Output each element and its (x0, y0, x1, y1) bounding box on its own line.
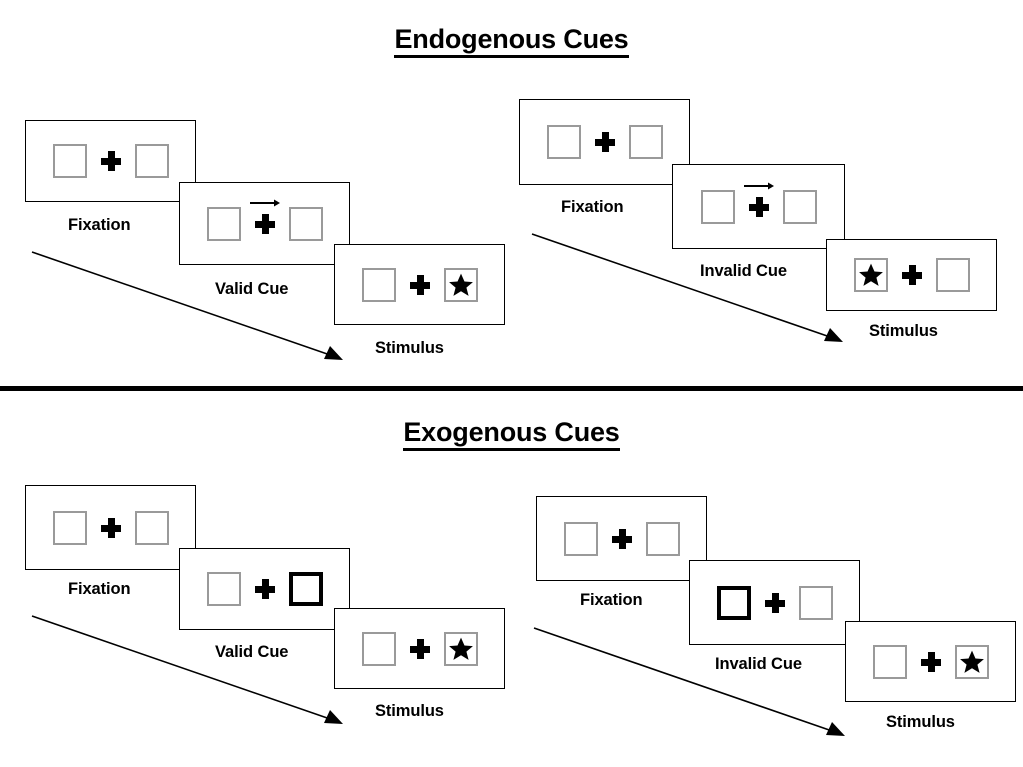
stage-label-fixation: Fixation (68, 580, 131, 598)
placeholder-box-left (52, 510, 87, 545)
stimulus-row (700, 182, 817, 224)
trial-frame-fixation (25, 485, 196, 570)
trial-frame-fixation (519, 99, 690, 185)
stimulus-row (361, 267, 478, 302)
trial-frame-stimulus (334, 608, 505, 689)
placeholder-box-left (872, 644, 907, 679)
fixation-cross-icon (100, 517, 121, 538)
stage-label-stimulus: Stimulus (886, 713, 955, 731)
stimulus-row (716, 585, 833, 620)
stimulus-row (52, 510, 169, 545)
trial-frame-fixation (536, 496, 707, 581)
stage-label-stimulus: Stimulus (869, 322, 938, 340)
stage-label-fixation: Fixation (580, 591, 643, 609)
stage-label-valid-cue: Valid Cue (215, 280, 289, 298)
fixation-cross-icon (594, 132, 615, 152)
stimulus-row (546, 125, 663, 159)
cued-box-left (716, 585, 751, 620)
trial-frame-invalid-cue (689, 560, 860, 645)
stage-label-stimulus: Stimulus (375, 702, 444, 720)
placeholder-box-left (563, 521, 598, 556)
trial-frame-stimulus (826, 239, 997, 311)
placeholder-box-left (361, 631, 396, 666)
placeholder-box-left (700, 189, 735, 224)
stimulus-row (52, 144, 169, 178)
section-title-endogenous: Endogenous Cues (0, 24, 1023, 58)
star-icon (858, 263, 883, 286)
fixation-cross-icon (611, 528, 632, 549)
stage-label-fixation: Fixation (561, 198, 624, 216)
placeholder-box-right (782, 189, 817, 224)
star-icon (448, 273, 473, 296)
target-box-left (853, 258, 888, 292)
fixation-cross-icon (100, 151, 121, 171)
placeholder-box-left (206, 206, 241, 241)
section-title-endogenous-text: Endogenous Cues (394, 24, 629, 58)
stimulus-row (206, 572, 323, 606)
section-title-exogenous: Exogenous Cues (0, 417, 1023, 451)
target-box-right (954, 644, 989, 679)
stimulus-row (853, 258, 970, 292)
star-icon (448, 637, 473, 660)
fixation-cross-icon (920, 651, 941, 672)
stimulus-row (361, 631, 478, 666)
fixation-cross-icon (764, 592, 785, 613)
fixation-cross-icon (743, 182, 774, 217)
placeholder-box-left (361, 267, 396, 302)
fixation-cross-icon (254, 579, 275, 599)
placeholder-box-right (134, 144, 169, 178)
trial-frame-valid-cue (179, 548, 350, 630)
trial-frame-stimulus (845, 621, 1016, 702)
trial-frame-fixation (25, 120, 196, 202)
stage-label-stimulus: Stimulus (375, 339, 444, 357)
trial-frame-stimulus (334, 244, 505, 325)
stage-label-valid-cue: Valid Cue (215, 643, 289, 661)
target-box-right (443, 267, 478, 302)
placeholder-box-right (645, 521, 680, 556)
placeholder-box-right (798, 585, 833, 620)
stage-label-invalid-cue: Invalid Cue (715, 655, 802, 673)
stage-label-fixation: Fixation (68, 216, 131, 234)
stimulus-row (563, 521, 680, 556)
fixation-cross-icon (409, 638, 430, 659)
section-title-exogenous-text: Exogenous Cues (403, 417, 620, 451)
cued-box-right (288, 572, 323, 606)
placeholder-box-right (935, 258, 970, 292)
placeholder-box-left (52, 144, 87, 178)
placeholder-box-right (288, 206, 323, 241)
arrow-right-cue-icon (743, 182, 774, 189)
fixation-cross-icon (249, 199, 280, 234)
trial-frame-invalid-cue (672, 164, 845, 249)
fixation-cross-icon (901, 265, 922, 285)
trial-frame-valid-cue (179, 182, 350, 265)
section-divider (0, 386, 1023, 391)
arrow-right-cue-icon (249, 199, 280, 206)
stimulus-row (872, 644, 989, 679)
placeholder-box-left (206, 572, 241, 606)
star-icon (959, 650, 984, 673)
stage-label-invalid-cue: Invalid Cue (700, 262, 787, 280)
placeholder-box-right (628, 125, 663, 159)
fixation-cross-icon (409, 274, 430, 295)
placeholder-box-right (134, 510, 169, 545)
placeholder-box-left (546, 125, 581, 159)
stimulus-row (206, 199, 323, 241)
target-box-right (443, 631, 478, 666)
